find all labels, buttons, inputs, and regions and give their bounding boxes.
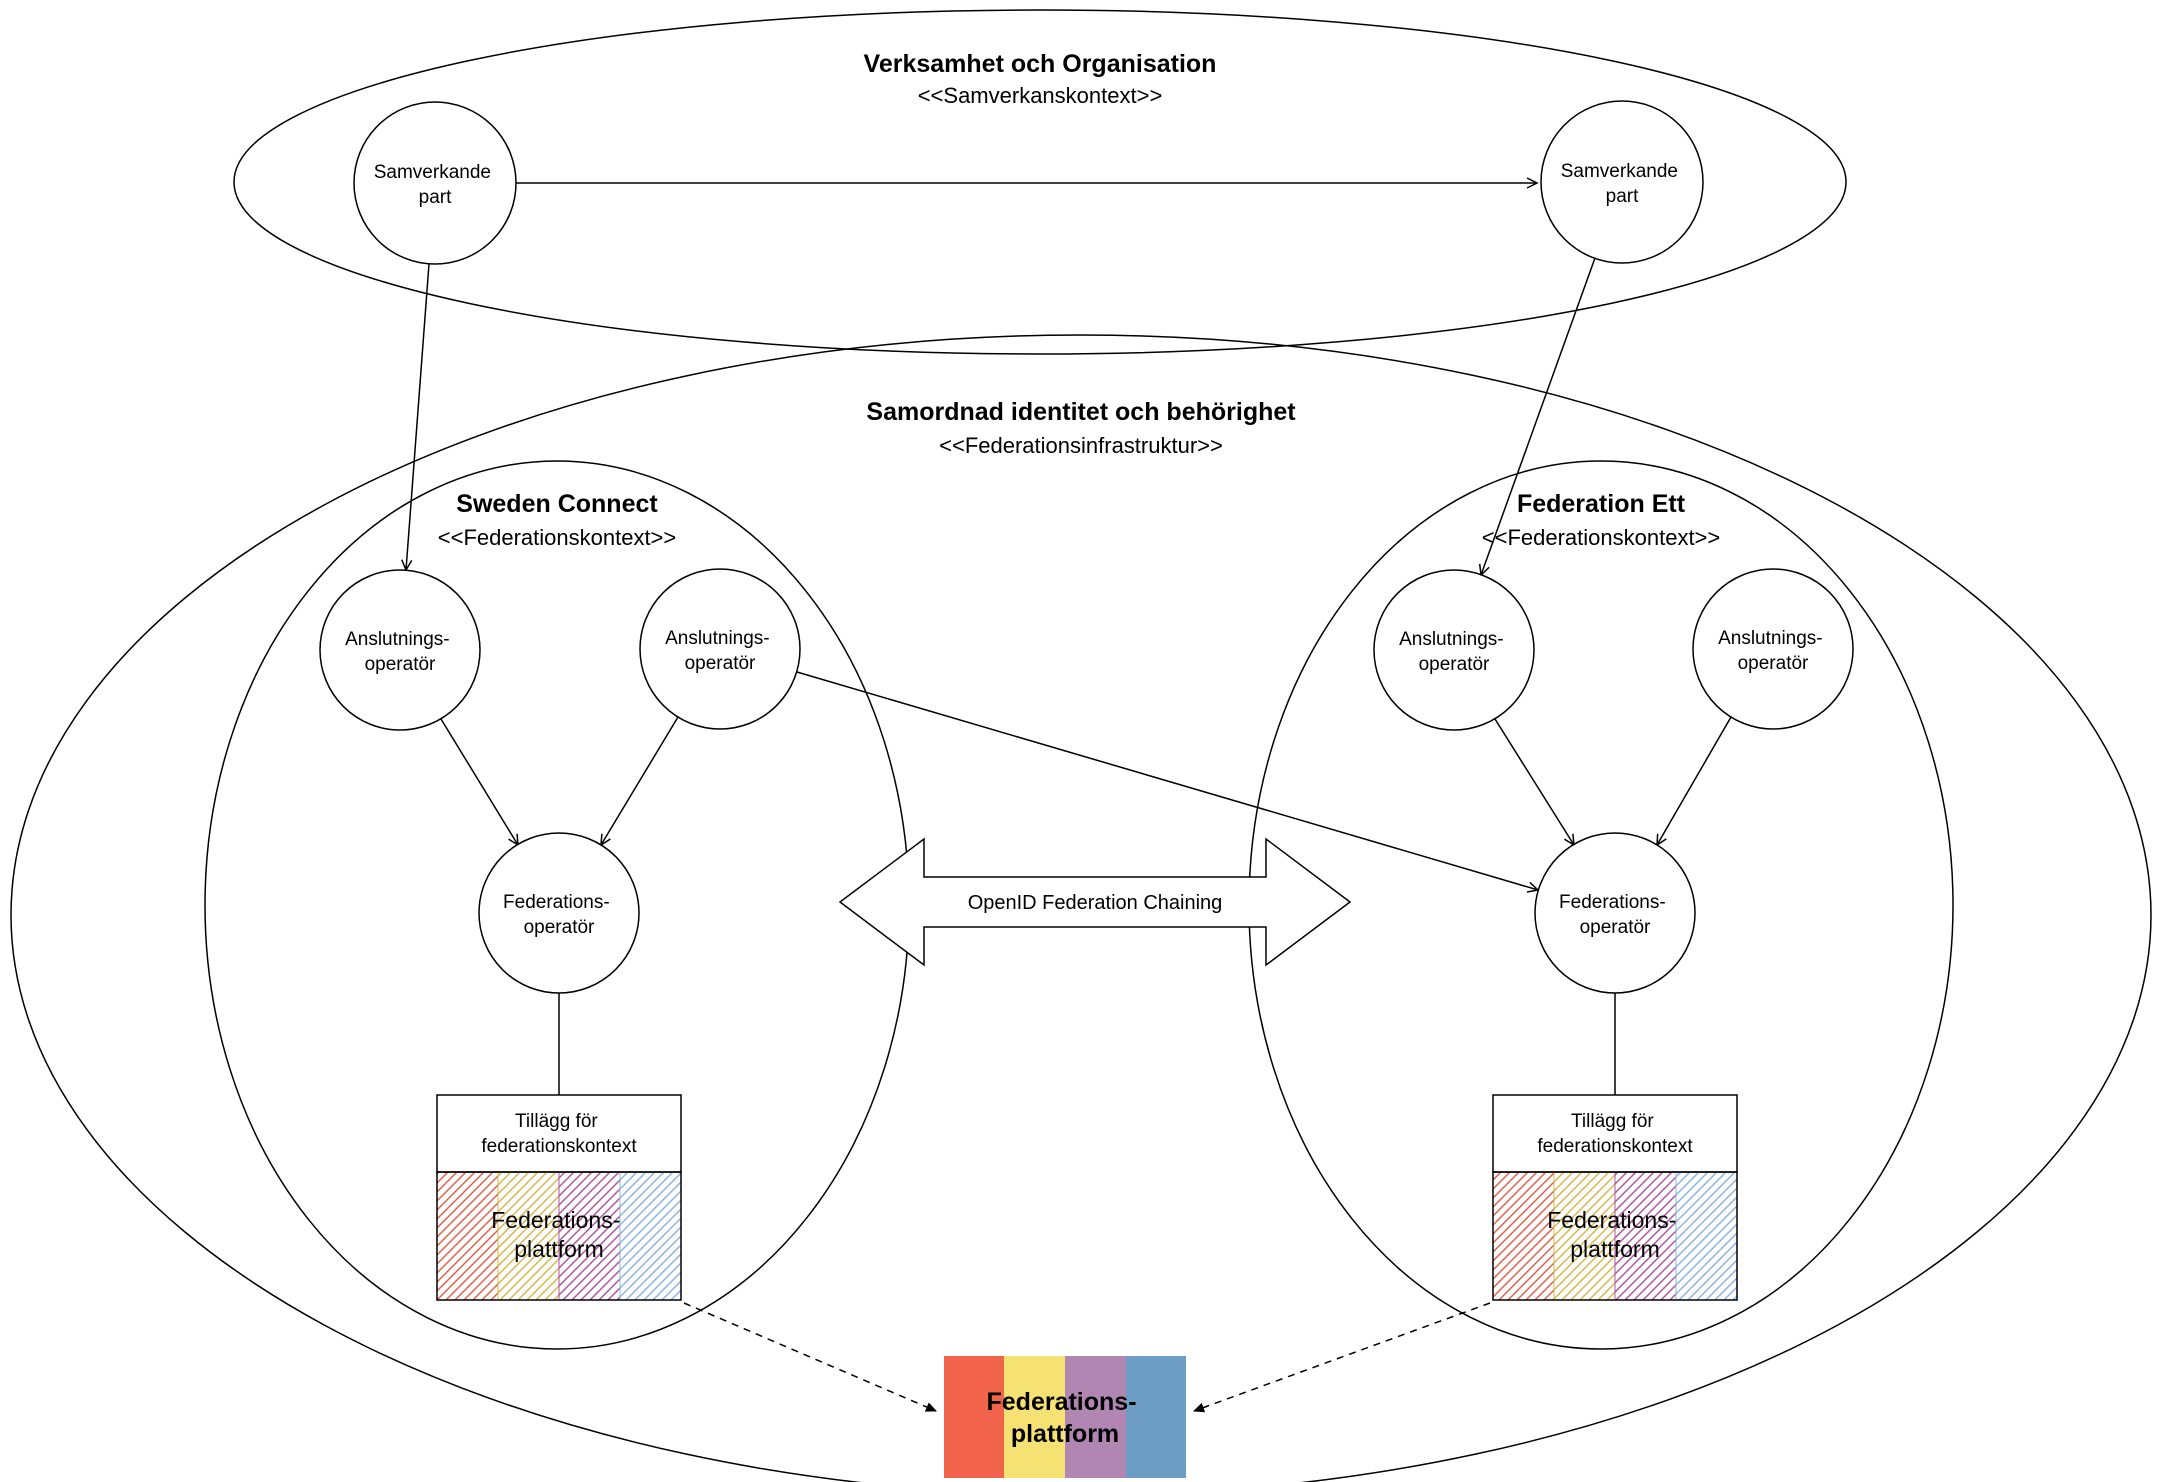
fe-platform-box: Federations- plattform [1492,1171,1738,1301]
fe-connection-operator-2-label: Anslutnings- operatör [1718,628,1828,674]
swc-platform-to-shared-dashed-arrow [683,1302,937,1412]
fe-context-addon-label: Tillägg för federationskontext [1537,1111,1693,1157]
fe-platform-segment-yellow [1553,1171,1616,1301]
fe-federation-operator-label: Federations- operatör [1559,892,1671,938]
swc-connection-operator-2-label: Anslutnings- operatör [665,628,775,674]
chaining-label: OpenID Federation Chaining [968,892,1223,914]
shared-platform-segment-red [944,1356,1004,1478]
right-party-circle [1540,100,1704,264]
fe-platform-border [1492,1171,1738,1301]
business-context-title: Verksamhet och Organisation [864,50,1217,78]
federation-infrastructure-stereotype: <<Federationsinfrastruktur>> [939,433,1223,458]
fe-context-addon-box [1492,1094,1738,1173]
swc-platform-segment-red [436,1171,499,1301]
sweden-connect-title: Sweden Connect [456,490,658,518]
shared-platform-segment-yellow [1004,1356,1065,1478]
swc-platform-border [436,1171,682,1301]
shared-platform-segment-blue [1126,1356,1186,1478]
federation-ett-title: Federation Ett [1517,490,1686,518]
swc-platform-label: Federations- plattform [491,1207,627,1262]
right-party-to-fe-arrow [1478,257,1596,577]
right-party-label: Samverkande part [1561,161,1684,207]
swc-op2-to-fe-fedop-arrow [796,671,1540,893]
fe-connection-operator-1-label: Anslutnings- operatör [1399,629,1509,675]
fe-platform-segment-blue [1675,1171,1738,1301]
fe-connection-operator-2-circle [1692,568,1854,730]
shared-platform-label: Federations- plattform [987,1388,1144,1448]
left-party-circle [353,101,517,265]
federation-ett-stereotype: <<Federationskontext>> [1482,525,1721,550]
swc-platform-segment-purple [558,1171,621,1301]
left-party-to-swc-arrow [401,263,430,572]
left-party-label: Samverkande part [374,162,497,208]
swc-connection-operator-2-circle [639,568,801,730]
sweden-connect-stereotype: <<Federationskontext>> [438,525,677,550]
fe-platform-segment-red [1492,1171,1555,1301]
swc-op1-to-fedop-arrow [440,718,519,847]
shared-platform-box: Federations- plattform [944,1356,1186,1478]
fe-op1-to-fedop-arrow [1494,718,1575,847]
business-context-ellipse [233,9,1847,355]
federation-infrastructure-ellipse [10,334,2152,1482]
swc-context-addon-label: Tillägg för federationskontext [481,1111,637,1157]
swc-federation-operator-label: Federations- operatör [503,892,615,938]
fe-federation-operator-circle [1534,832,1696,994]
fe-platform-label: Federations- plattform [1547,1207,1683,1262]
shared-platform-segment-purple [1065,1356,1126,1478]
swc-platform-segment-yellow [497,1171,560,1301]
swc-platform-segment-blue [619,1171,682,1301]
swc-connection-operator-1-circle [319,569,481,731]
swc-op2-to-fedop-arrow [600,716,679,847]
swc-federation-operator-circle [478,832,640,994]
swc-connection-operator-1-label: Anslutnings- operatör [345,629,455,675]
chaining-double-arrow [838,837,1352,967]
fe-platform-to-shared-dashed-arrow [1193,1302,1491,1413]
swc-platform-box: Federations- plattform [436,1171,682,1301]
swc-context-addon-box [436,1094,682,1173]
fe-connection-operator-1-circle [1373,569,1535,731]
fe-op2-to-fedop-arrow [1656,716,1732,847]
fe-platform-segment-purple [1614,1171,1677,1301]
business-context-stereotype: <<Samverkanskontext>> [918,83,1163,108]
federation-infrastructure-title: Samordnad identitet och behörighet [866,398,1296,426]
